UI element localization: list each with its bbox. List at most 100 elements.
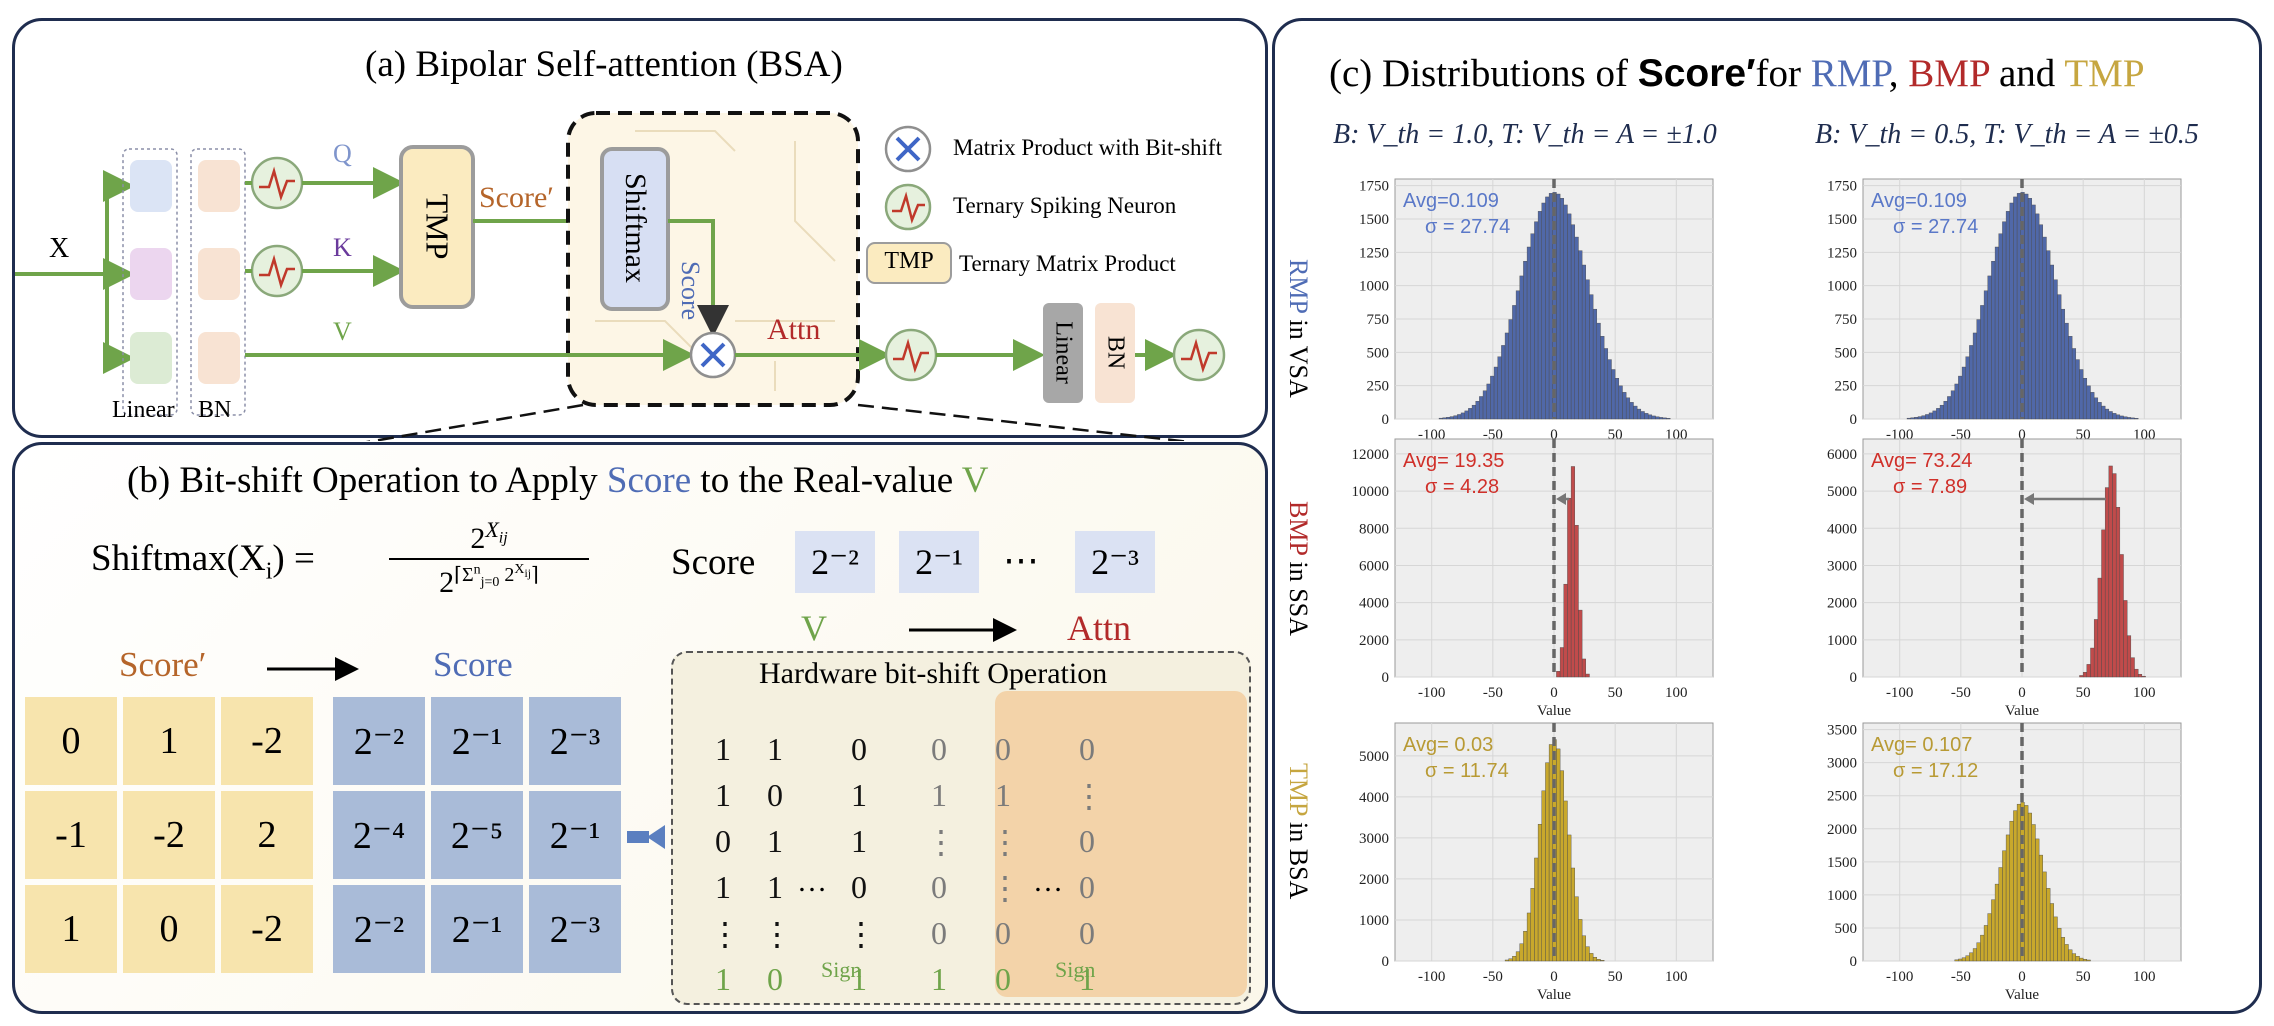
histogram-bar (1917, 416, 1922, 420)
left-col-bit: 1 (715, 777, 731, 813)
shift-arrowhead (2024, 493, 2034, 505)
histogram-bar (1592, 308, 1598, 420)
histogram-bar (1526, 246, 1531, 420)
score-cell: 2⁻³ (529, 885, 621, 973)
spiking-neuron-k-icon (250, 244, 304, 298)
x-tick-label: -50 (1951, 969, 1971, 985)
left-col-bit: 0 (715, 823, 731, 859)
histogram-bar (1570, 867, 1575, 962)
histogram-bar (1581, 658, 1586, 678)
histogram-bar (2134, 418, 2139, 420)
sigma-label: σ = 4.28 (1425, 476, 1499, 498)
histogram-bar (1636, 408, 1642, 420)
x-tick-label: 0 (2018, 685, 2026, 701)
histogram-bar (2038, 854, 2043, 962)
histogram-bar (1655, 416, 1660, 420)
histogram-bar (1537, 823, 1542, 962)
score-prime-label: Score′ (479, 181, 554, 214)
histogram-bar (2027, 198, 2032, 420)
y-tick-label: 250 (1835, 379, 1858, 395)
histogram-bar (1574, 236, 1579, 420)
y-tick-label: 5000 (1359, 749, 1389, 765)
y-tick-label: 4000 (1359, 596, 1389, 612)
histogram-bar (2112, 473, 2117, 678)
x-tick-label: 100 (1665, 685, 1688, 701)
panel-c-title: (c) Distributions of Score′for RMP, BMP … (1329, 52, 2145, 95)
histogram-bar (2035, 838, 2040, 962)
histogram-bar (2090, 647, 2095, 678)
histogram-bar (2068, 336, 2073, 420)
score-example-ellipsis: ⋯ (1003, 540, 1039, 580)
histogram-bar (1475, 401, 1480, 420)
right-col-bit: 1 (931, 961, 947, 997)
histogram-bar (1589, 294, 1594, 420)
histogram-bar (1596, 322, 1601, 420)
histogram-bar (2016, 193, 2021, 420)
histogram-bar (2086, 385, 2091, 420)
histogram-bar (1633, 405, 1638, 420)
histogram-bar (2104, 408, 2110, 420)
y-tick-label: 1000 (1359, 913, 1389, 929)
left-col-bit: 1 (851, 823, 867, 859)
histogram-bar (1998, 867, 2003, 962)
score-cell: 2⁻¹ (431, 697, 523, 785)
histogram-bar (1980, 305, 1985, 420)
x-axis-label: Value (1537, 987, 1571, 1003)
histogram-bar (1449, 416, 1454, 420)
histogram-bar (1603, 348, 1609, 420)
left-col-bit: 1 (715, 869, 731, 905)
histogram-bar (2126, 417, 2132, 420)
histogram-bar (1662, 417, 1667, 420)
hardware-bitshift-box: Hardware bit-shift Operation (671, 651, 1251, 1005)
right-col-bit: 0 (1079, 869, 1095, 905)
histogram-bar (1479, 396, 1484, 420)
left-col-bit: 1 (851, 777, 867, 813)
y-tick-label: 0 (1382, 412, 1390, 428)
histogram-bar (1666, 418, 1671, 420)
x-tick-label: 0 (1550, 685, 1558, 701)
histogram-bar (1446, 417, 1451, 420)
avg-label: Avg=0.109 (1871, 190, 1967, 212)
y-tick-label: 10000 (1352, 484, 1390, 500)
histogram-bar (1545, 196, 1550, 420)
histogram-bar (1983, 925, 1988, 962)
histogram-bar (2097, 577, 2102, 678)
y-tick-label: 0 (1850, 954, 1858, 970)
histogram-bar (1961, 366, 1966, 420)
histogram-bar (2038, 224, 2043, 420)
shiftmax-formula-lhs: Shiftmax(Xi) = (91, 538, 315, 585)
y-tick-label: 3000 (1827, 756, 1857, 772)
histogram-bar (2097, 402, 2102, 420)
y-tick-label: 3000 (1827, 558, 1857, 574)
y-tick-label: 2000 (1359, 872, 1389, 888)
histogram-bar (1508, 319, 1513, 420)
panel-a: (a) Bipolar Self-attention (BSA) (12, 18, 1268, 441)
panel-b: (b) Bit-shift Operation to Apply Score t… (12, 442, 1268, 1014)
histogram-bar (2123, 600, 2128, 678)
histogram-bar (2108, 411, 2113, 420)
score-cell: 2⁻² (333, 697, 425, 785)
histogram-bar (1910, 417, 1915, 420)
panel-b-title: (b) Bit-shift Operation to Apply Score t… (127, 460, 989, 501)
right-col-bit: ⋮ (925, 824, 957, 860)
y-tick-label: 1500 (1359, 212, 1389, 228)
ellipsis: … (797, 865, 827, 898)
histogram-bar (1581, 264, 1586, 420)
score-prime-cell: 1 (25, 885, 117, 973)
spiking-neuron-out-icon (1172, 328, 1226, 382)
hardware-box-title: Hardware bit-shift Operation (759, 657, 1108, 690)
right-col-bit: 0 (1079, 915, 1095, 951)
histogram-bar (1519, 275, 1524, 420)
score-cell: 2⁻³ (529, 697, 621, 785)
attn-label-b: Attn (1067, 608, 1132, 648)
histogram-bar (1921, 415, 1926, 420)
histogram-bar (1607, 359, 1612, 420)
histogram-bar (1497, 356, 1502, 420)
histogram-bar (1969, 952, 1974, 962)
histogram-bar (1600, 336, 1605, 420)
histogram-bar (1914, 417, 1919, 420)
x-tick-label: 50 (2076, 685, 2091, 701)
histogram-bar (2086, 959, 2091, 962)
histogram-bar (2126, 635, 2132, 678)
